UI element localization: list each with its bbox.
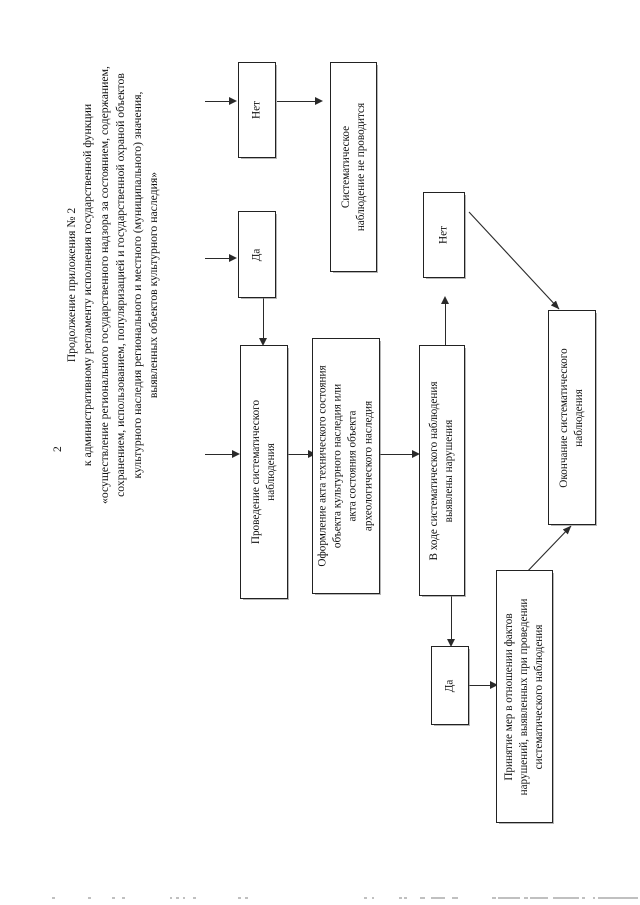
decision-no-top[interactable]: Нет	[238, 62, 276, 158]
violations-found-check[interactable]: В ходе систематического наблюдения выявл…	[419, 345, 465, 596]
arrowhead-yes-bottom-to-measures	[490, 681, 498, 689]
arrowhead-entry-to-yes-top	[229, 254, 237, 262]
arrowhead-entry-to-conduct	[232, 450, 240, 458]
decision-yes-bottom-label: Да	[443, 679, 456, 692]
end-of-systematic-observation-label: Окончание систематического наблюдения	[557, 347, 585, 488]
violations-found-check-label: В ходе систематического наблюдения выявл…	[427, 381, 455, 560]
decision-yes-top[interactable]: Да	[238, 211, 276, 298]
connector-violations-to-no-right	[445, 300, 446, 345]
conduct-systematic-observation[interactable]: Проведение систематического наблюдения	[240, 345, 288, 599]
connector-entry-to-no-top	[205, 101, 231, 102]
arrowhead-violations-to-yes-bottom	[447, 639, 455, 647]
act-registration[interactable]: Оформление акта технического состояния о…	[312, 338, 380, 594]
no-systematic-observation-label: Систематическое наблюдение не проводится	[339, 102, 367, 232]
scan-artifact-strip	[0, 893, 640, 899]
arrowhead-act-to-violations	[412, 450, 420, 458]
end-of-systematic-observation[interactable]: Окончание систематического наблюдения	[548, 310, 596, 525]
decision-no-top-label: Нет	[250, 101, 263, 119]
act-registration-label: Оформление акта технического состояния о…	[316, 365, 375, 567]
measures-on-violations[interactable]: Принятие мер в отношении фактов нарушени…	[496, 570, 553, 823]
connector-no-top-to-no-observation	[277, 101, 317, 102]
decision-no-right-label: Нет	[437, 226, 450, 244]
arrowhead-yes-top-to-conduct	[259, 338, 267, 346]
connector-act-to-violations	[380, 454, 416, 455]
decision-yes-top-label: Да	[250, 248, 263, 261]
connector-entry-to-yes-top	[205, 258, 231, 259]
decision-no-right[interactable]: Нет	[423, 192, 465, 278]
connector-yes-bottom-to-measures	[468, 685, 496, 686]
connector-conduct-to-act	[288, 454, 312, 455]
connector-entry-to-conduct	[205, 454, 238, 455]
arrowhead-no-top-to-no-observation	[315, 97, 323, 105]
conduct-systematic-observation-label: Проведение систематического наблюдения	[249, 399, 277, 545]
arrowhead-entry-to-no-top	[229, 97, 237, 105]
decision-yes-bottom[interactable]: Да	[431, 646, 469, 725]
no-systematic-observation[interactable]: Систематическое наблюдение не проводится	[330, 62, 377, 272]
connector-yes-top-to-conduct	[263, 298, 264, 343]
connector-violations-to-yes-bottom	[451, 596, 452, 644]
arrowhead-violations-to-no-right	[441, 296, 449, 304]
measures-on-violations-label: Принятие мер в отношении фактов нарушени…	[502, 598, 546, 795]
